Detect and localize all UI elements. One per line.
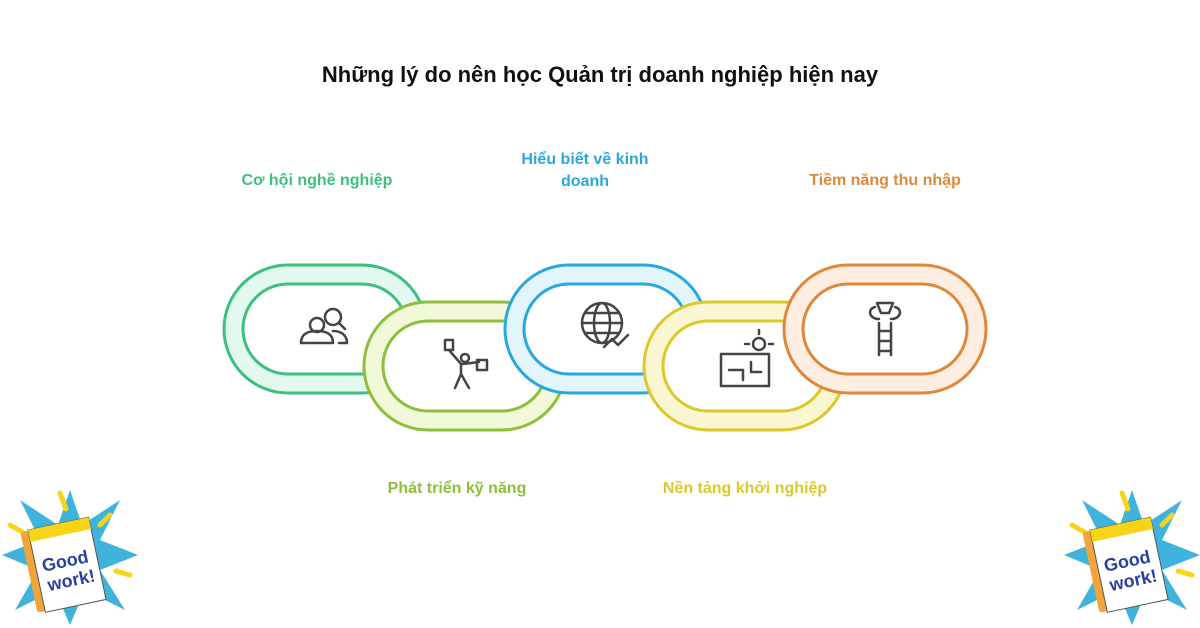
person-skills-icon xyxy=(443,338,489,390)
good-work-sticker-right: Good work! xyxy=(1062,485,1200,628)
label-skills: Phát triển kỹ năng xyxy=(387,480,527,497)
label-income: Tiềm năng thu nhập xyxy=(809,172,961,189)
ladder-trophy-icon xyxy=(868,301,902,357)
sticker-graphic: Good work! xyxy=(1064,490,1200,625)
label-career: Cơ hội nghề nghiệp xyxy=(241,172,393,189)
page-title: Những lý do nên học Quản trị doanh nghiệ… xyxy=(321,62,879,87)
idea-blueprint-icon xyxy=(719,328,775,388)
globe-growth-icon xyxy=(580,301,630,349)
people-search-icon xyxy=(299,307,349,345)
label-startup: Nền tảng khởi nghiệp xyxy=(662,480,828,497)
sticker-graphic: Good work! xyxy=(2,490,138,625)
chain-link-5 xyxy=(782,263,988,395)
good-work-sticker-left: Good work! xyxy=(0,485,140,628)
label-business-knowledge: Hiểu biết về kinh doanh xyxy=(521,151,649,190)
